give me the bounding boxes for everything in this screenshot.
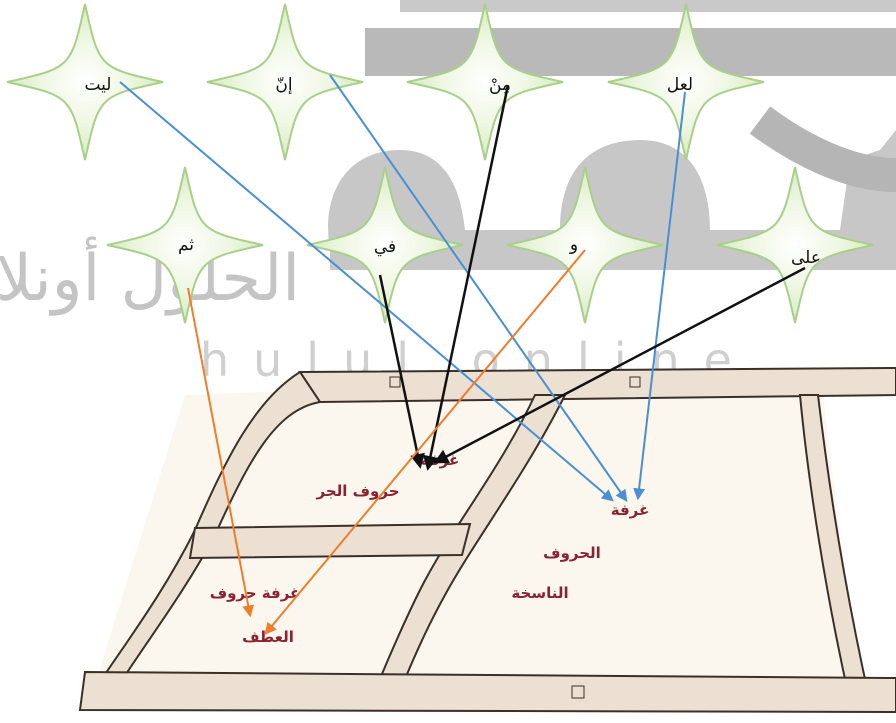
star-label-ala: على bbox=[791, 248, 821, 268]
star-shape bbox=[106, 166, 264, 324]
star-shape bbox=[206, 3, 364, 161]
arrows-layer bbox=[119, 74, 806, 635]
star-shape bbox=[306, 166, 464, 324]
star-label-thumma: ثم bbox=[178, 235, 194, 255]
star-thumma: ثم bbox=[106, 166, 264, 324]
arrow-layt-to-nasikha bbox=[119, 81, 614, 502]
star-fi: في bbox=[306, 166, 464, 324]
wall-marker bbox=[389, 376, 401, 388]
stars-layer: ليت إنّ مِنْ لعل ثم في و على bbox=[6, 3, 874, 324]
star-shape bbox=[607, 3, 765, 161]
star-wa: و bbox=[506, 166, 664, 324]
room-jar-label-2: حروف الجر bbox=[315, 482, 399, 500]
star-label-inna: إنّ bbox=[275, 75, 292, 95]
star-label-layt: ليت bbox=[84, 75, 111, 95]
wall-marker bbox=[571, 685, 585, 699]
star-shape bbox=[6, 3, 164, 161]
arrow-fi-to-jar bbox=[378, 274, 425, 469]
star-label-wa: و bbox=[569, 235, 578, 255]
room-atf-label-2: العطف bbox=[242, 628, 294, 646]
watermark: الحلول أونلاين hulul.online bbox=[0, 0, 896, 387]
star-min: مِنْ bbox=[406, 3, 564, 161]
star-label-min: مِنْ bbox=[489, 75, 511, 95]
arrow-wa-to-atf bbox=[264, 249, 586, 635]
arrow-laalla-to-nasikha bbox=[633, 91, 686, 501]
wall-bottom bbox=[78, 670, 896, 714]
star-ala: على bbox=[716, 166, 874, 324]
room-nasikha-label-3: الناسخة bbox=[511, 584, 568, 602]
star-laalla: لعل bbox=[607, 3, 765, 161]
star-label-laalla: لعل bbox=[667, 75, 693, 95]
arrow-thumma-to-atf bbox=[187, 287, 255, 618]
arrow-ala-to-jar bbox=[433, 266, 806, 464]
room-nasikha: غرفة الحروف الناسخة bbox=[511, 501, 649, 602]
watermark-logo-arc bbox=[749, 106, 896, 192]
star-shape bbox=[406, 3, 564, 161]
room-atf: غرفة حروف العطف bbox=[210, 584, 301, 646]
room-nasikha-label-2: الحروف bbox=[543, 544, 601, 562]
room-nasikha-label-1: غرفة bbox=[611, 501, 650, 519]
wall-marker bbox=[629, 376, 641, 388]
star-shape bbox=[506, 166, 664, 324]
arrow-min-to-jar bbox=[423, 84, 510, 471]
floor-plan: غرفة حروف الجر غرفة الحروف الناسخة غرفة … bbox=[78, 366, 896, 714]
star-label-fi: في bbox=[374, 237, 396, 257]
wall-divider bbox=[188, 522, 472, 560]
star-inna: إنّ bbox=[206, 3, 364, 161]
star-layt: ليت bbox=[6, 3, 164, 161]
watermark-top-bar bbox=[400, 0, 896, 12]
arrow-inna-to-nasikha bbox=[329, 74, 628, 502]
watermark-bar bbox=[365, 28, 896, 76]
star-shape bbox=[716, 166, 874, 324]
room-atf-label-1: غرفة حروف bbox=[210, 584, 301, 602]
